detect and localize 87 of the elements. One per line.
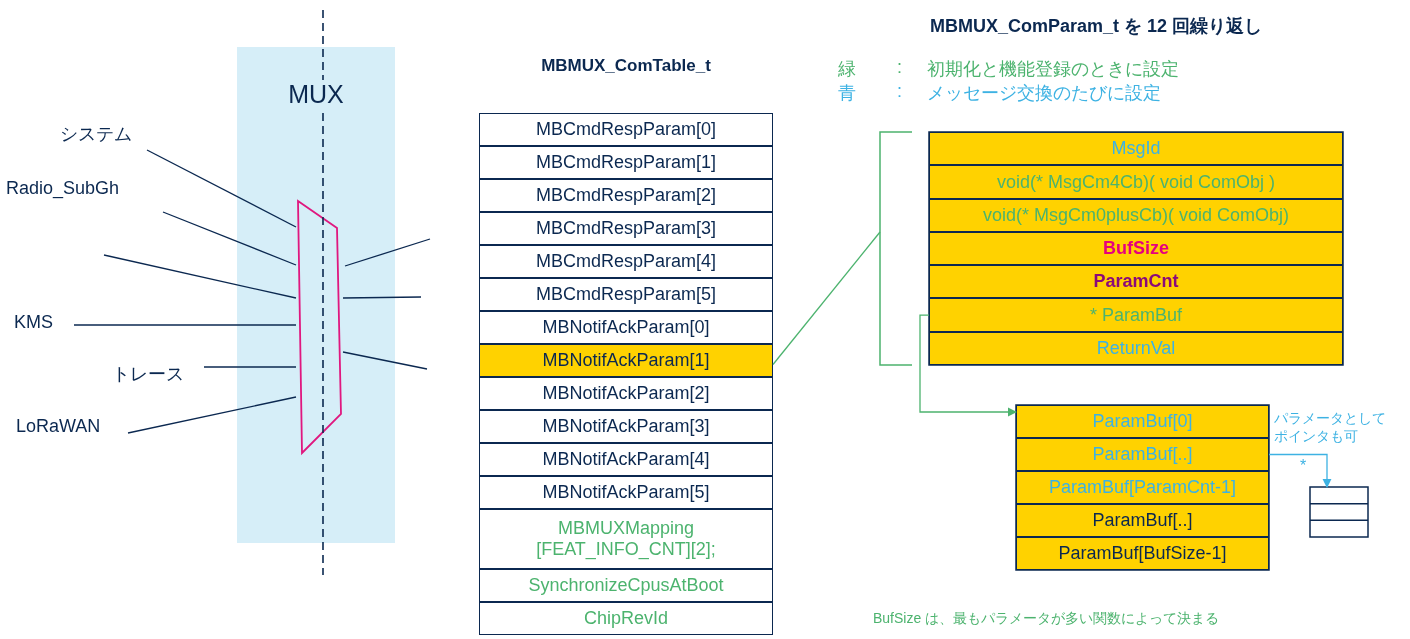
struct-field (929, 132, 1343, 166)
note: メッセージ交換のたびに設定 (927, 82, 1161, 105)
struct-field (929, 265, 1343, 299)
connector-line (342, 351, 428, 370)
field-name: ParamCnt (1092, 271, 1180, 293)
band-label: MUX (287, 80, 345, 109)
field-name: ReturnVal (1095, 338, 1177, 359)
struct-field (1016, 504, 1269, 537)
connector-line (146, 149, 297, 228)
struct-field (929, 198, 1343, 232)
field-name: ParamBuf[ParamCnt-1] (1047, 477, 1238, 498)
connector-line (103, 254, 297, 299)
note: パラメータとしてポインタも可 (1274, 410, 1387, 446)
struct-field (479, 278, 773, 311)
field-name: BufSize (1102, 238, 1170, 259)
field-name: ParamBuf[..] (1091, 510, 1194, 531)
field-name: SynchronizeCpusAtBoot (527, 575, 725, 596)
block-label: システム (60, 122, 170, 150)
color-key: 緑 (838, 57, 856, 81)
block-label: KMS (14, 312, 74, 340)
field-name: ParamBuf[..] (1091, 444, 1194, 465)
struct-field (929, 165, 1343, 199)
struct-field (479, 113, 773, 146)
connector-line (203, 366, 297, 368)
struct-field (479, 377, 773, 410)
field-name: MBNotifAckParam[2] (541, 383, 711, 404)
field-name: MBCmdRespParam[4] (534, 251, 718, 272)
separator: : (897, 81, 902, 102)
color-key: 青 (838, 81, 856, 105)
struct-field (1016, 537, 1269, 570)
struct-field (929, 231, 1343, 266)
field-name: MBNotifAckParam[5] (541, 482, 711, 503)
field-name: MBCmdRespParam[1] (534, 152, 718, 173)
field-name: void(* MsgCm4Cb)( void ComObj ) (995, 171, 1277, 193)
multiplexer-symbol (298, 201, 341, 453)
struct-field (479, 311, 773, 344)
separator: : (897, 57, 902, 78)
struct-field (479, 146, 773, 179)
connector-line (772, 231, 881, 366)
arrow (1268, 453, 1332, 488)
connector-line (162, 211, 297, 266)
struct-field (929, 298, 1343, 332)
struct-field (1016, 438, 1269, 471)
field-name: MBNotifAckParam[1] (541, 350, 711, 371)
field-name: MBNotifAckParam[4] (541, 449, 711, 470)
field-name: MsgId (1110, 138, 1162, 159)
field-name: void(* MsgCm0plusCb)( void ComObj) (981, 204, 1291, 226)
struct-field (479, 509, 773, 569)
field-name: MBCmdRespParam[2] (534, 185, 718, 206)
struct-field (1016, 471, 1269, 504)
field-name: MBNotifAckParam[0] (541, 317, 711, 338)
struct-field (479, 476, 773, 509)
block-label: LoRaWAN (16, 416, 128, 444)
memory-table (1310, 487, 1368, 537)
struct-field (479, 569, 773, 602)
block-label: Radio_SubGh (6, 178, 168, 206)
field-name: ParamBuf[BufSize-1] (1057, 543, 1228, 564)
field-name: ChipRevId (582, 608, 669, 629)
table-heading: MBMUX_ComTable_t (540, 56, 712, 76)
field-name: MBCmdRespParam[0] (534, 119, 718, 140)
field-name: ParamBuf[0] (1091, 411, 1194, 432)
field-name: MBMUXMapping [FEAT_INFO_CNT][2]; (535, 518, 717, 560)
connector-line (127, 396, 297, 434)
note: 初期化と機能登録のときに設定 (927, 58, 1179, 81)
connector-line (73, 324, 297, 326)
struct-field (929, 331, 1343, 365)
mux-band (237, 47, 395, 543)
field-name: * ParamBuf (1088, 304, 1183, 326)
connector-line (344, 238, 431, 267)
struct-field (479, 410, 773, 443)
arrow (919, 314, 1017, 417)
block-label: トレース (112, 362, 204, 390)
field-name: MBCmdRespParam[5] (534, 284, 718, 305)
struct-table (1016, 405, 1269, 570)
diagram-title: MBMUX_ComParam_t を 12 回繰り返し (930, 15, 1263, 38)
struct-table (880, 132, 1343, 365)
struct-field (479, 443, 773, 476)
struct-field (1016, 405, 1269, 438)
field-name: MBCmdRespParam[3] (534, 218, 718, 239)
struct-field (479, 179, 773, 212)
footnote: BufSize は、最もパラメータが多い関数によって決まる (873, 610, 1220, 628)
struct-field (479, 212, 773, 245)
field-name: MBNotifAckParam[3] (541, 416, 711, 437)
struct-field (479, 602, 773, 635)
highlighted-struct-field (479, 344, 773, 377)
struct-field (479, 245, 773, 278)
connector-line (342, 296, 422, 299)
